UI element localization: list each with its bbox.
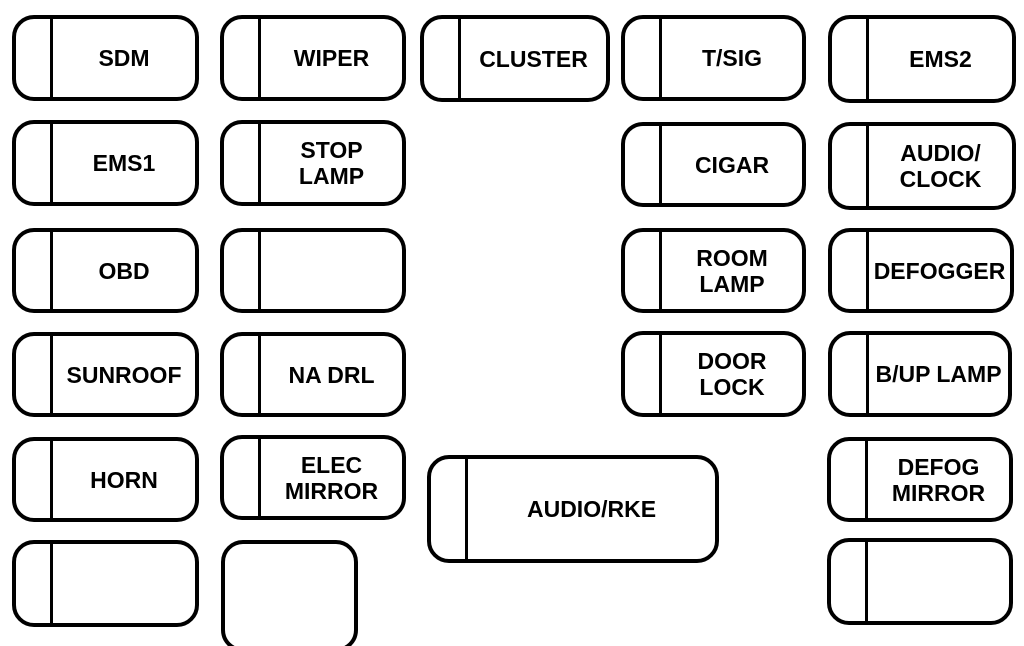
fuse-label-sunroof: SUNROOF [66, 361, 182, 388]
fuse-box-bup-lamp: B/UP LAMP [828, 331, 1012, 417]
fuse-label-wiper: WIPER [293, 45, 370, 71]
fuse-divider [50, 336, 53, 413]
fuse-divider [659, 126, 662, 203]
fuse-box-audio-clock: AUDIO/ CLOCK [828, 122, 1016, 210]
fuse-label-cigar: CIGAR [694, 151, 770, 178]
fuse-box-obd: OBD [12, 228, 199, 313]
fuse-box-blank-2 [220, 228, 406, 313]
fuse-divider [465, 459, 468, 559]
fuse-divider [866, 19, 869, 99]
fuse-label-defog-mirror: DEFOG MIRROR [891, 453, 986, 506]
fuse-label-defogger: DEFOGGER [873, 257, 1006, 284]
fuse-box-ems2: EMS2 [828, 15, 1016, 103]
fuse-divider [865, 441, 868, 518]
fuse-divider [458, 19, 461, 98]
fuse-label-room-lamp: ROOM LAMP [696, 244, 768, 297]
fuse-divider [865, 542, 868, 621]
fuse-divider [258, 19, 261, 97]
fuse-label-door-lock: DOOR LOCK [697, 348, 767, 400]
fuse-box-horn: HORN [12, 437, 199, 522]
fuse-box-blank-1 [12, 540, 199, 627]
fuse-divider [659, 232, 662, 309]
fuse-label-na-drl: NA DRL [288, 361, 375, 388]
fuse-divider [659, 335, 662, 413]
fuse-label-blank-1 [53, 544, 195, 623]
fuse-label-horn: HORN [90, 466, 158, 493]
fuse-label-cluster: CLUSTER [479, 45, 588, 72]
fuse-divider [659, 19, 662, 97]
fuse-box-cigar: CIGAR [621, 122, 806, 207]
fuse-box-t-sig: T/SIG [621, 15, 806, 101]
fuse-label-audio-rke: AUDIO/RKE [526, 496, 657, 522]
fuse-divider [866, 232, 869, 309]
fuse-divider [258, 232, 261, 309]
fuse-box-audio-rke: AUDIO/RKE [427, 455, 719, 563]
fuse-label-blank-3 [225, 544, 354, 646]
fuse-divider [50, 441, 53, 518]
fuse-divider [866, 335, 869, 413]
fuse-label-ems2: EMS2 [909, 46, 972, 72]
fuse-box-defogger: DEFOGGER [828, 228, 1014, 313]
fuse-label-audio-clock: AUDIO/ CLOCK [899, 140, 982, 192]
fuse-box-stop-lamp: STOP LAMP [220, 120, 406, 206]
fuse-box-ems1: EMS1 [12, 120, 199, 206]
fuse-divider [50, 232, 53, 309]
fuse-box-defog-mirror: DEFOG MIRROR [827, 437, 1013, 522]
fuse-box-door-lock: DOOR LOCK [621, 331, 806, 417]
fuse-divider [50, 19, 53, 97]
fuse-divider [50, 544, 53, 623]
fuse-box-sdm: SDM [12, 15, 199, 101]
fuse-divider [50, 124, 53, 202]
fuse-label-stop-lamp: STOP LAMP [298, 137, 365, 189]
fuse-label-bup-lamp: B/UP LAMP [875, 361, 1002, 387]
fuse-box-wiper: WIPER [220, 15, 406, 101]
fuse-box-elec-mirror: ELEC MIRROR [220, 435, 406, 520]
fuse-label-ems1: EMS1 [92, 150, 156, 176]
fuse-box-blank-3 [221, 540, 358, 646]
fuse-divider [866, 126, 869, 206]
fuse-label-obd: OBD [98, 257, 150, 284]
fuse-label-blank-4 [868, 542, 1009, 621]
fuse-box-cluster: CLUSTER [420, 15, 610, 102]
fuse-box-blank-4 [827, 538, 1013, 625]
fuse-label-elec-mirror: ELEC MIRROR [284, 451, 379, 504]
fuse-box-sunroof: SUNROOF [12, 332, 199, 417]
fuse-divider [258, 124, 261, 202]
fuse-box-room-lamp: ROOM LAMP [621, 228, 806, 313]
fuse-label-sdm: SDM [98, 45, 150, 71]
fuse-box-na-drl: NA DRL [220, 332, 406, 417]
fuse-divider [258, 439, 261, 516]
fuse-divider [258, 336, 261, 413]
fuse-label-t-sig: T/SIG [701, 45, 763, 71]
fuse-label-blank-2 [261, 232, 402, 309]
